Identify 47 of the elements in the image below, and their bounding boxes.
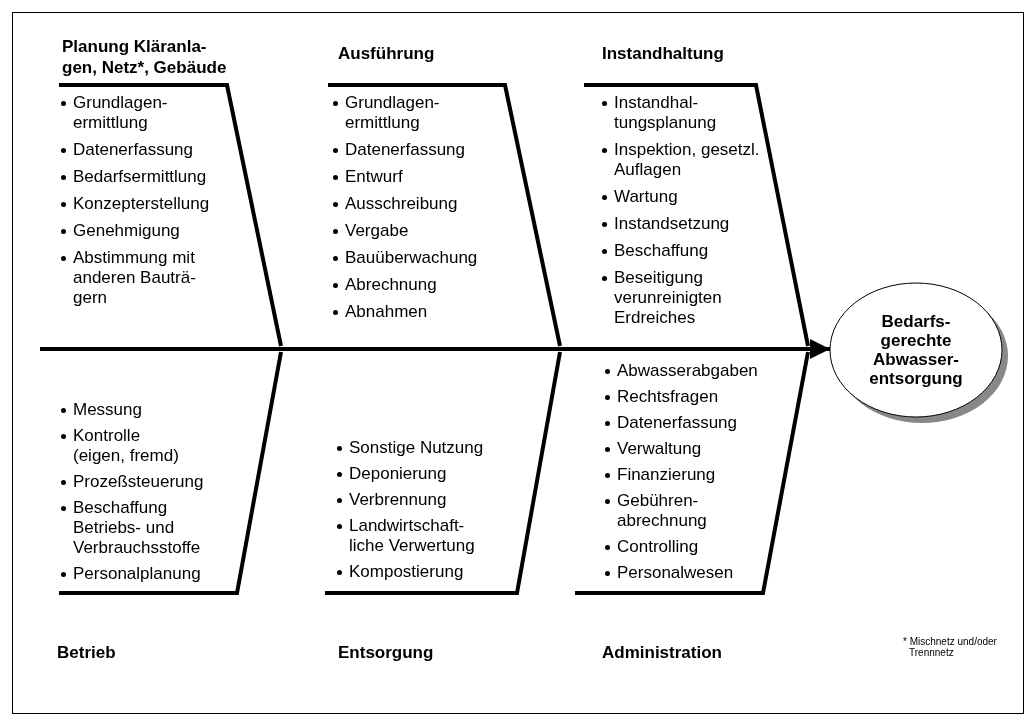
cause-item: Instandhal- tungsplanung xyxy=(614,93,718,133)
cause-item: Konzepterstellung xyxy=(73,194,211,214)
effect-label: Bedarfs- gerechte Abwasser- entsorgung xyxy=(868,312,964,388)
cause-item: Ausschreibung xyxy=(345,194,459,214)
cause-item: Genehmigung xyxy=(73,221,181,241)
spine-arrow xyxy=(40,339,830,359)
category-heading: Betrieb xyxy=(57,642,117,663)
cause-item: Verbrennung xyxy=(349,490,448,510)
cause-item: Abstimmung mit anderen Bauträ- gern xyxy=(73,248,197,308)
cause-item: Bedarfsermittlung xyxy=(73,167,208,187)
footnote: * Mischnetz und/oder Trennnetz xyxy=(903,636,998,658)
cause-item: Abwasserabgaben xyxy=(617,361,759,381)
cause-item: Personalwesen xyxy=(617,563,735,583)
cause-item: Instandsetzung xyxy=(614,214,731,234)
cause-item: Kontrolle (eigen, fremd) xyxy=(73,426,180,466)
cause-item: Beschaffung xyxy=(614,241,710,261)
cause-item: Datenerfassung xyxy=(617,413,739,433)
category-heading: Ausführung xyxy=(338,43,436,64)
cause-item: Wartung xyxy=(614,187,679,207)
cause-item: Entwurf xyxy=(345,167,404,187)
cause-item: Prozeßsteuerung xyxy=(73,472,205,492)
cause-item: Sonstige Nutzung xyxy=(349,438,485,458)
category-heading: Instandhaltung xyxy=(602,43,725,64)
category-heading: Entsorgung xyxy=(338,642,435,663)
cause-item: Datenerfassung xyxy=(73,140,195,160)
cause-item: Gebühren- abrechnung xyxy=(617,491,708,531)
cause-item: Grundlagen- ermittlung xyxy=(345,93,441,133)
cause-item: Kompostierung xyxy=(349,562,465,582)
cause-item: Vergabe xyxy=(345,221,410,241)
cause-item: Rechtsfragen xyxy=(617,387,720,407)
cause-item: Abnahmen xyxy=(345,302,429,322)
cause-item: Beseitigung verunreinigten Erdreiches xyxy=(614,268,723,328)
cause-item: Personalplanung xyxy=(73,564,202,584)
cause-item: Finanzierung xyxy=(617,465,717,485)
cause-item: Landwirtschaft- liche Verwertung xyxy=(349,516,476,556)
cause-item: Beschaffung Betriebs- und Verbrauchsstoffe xyxy=(73,498,202,558)
cause-item: Inspektion, gesetzl. Auflagen xyxy=(614,140,761,180)
cause-item: Controlling xyxy=(617,537,700,557)
cause-item: Verwaltung xyxy=(617,439,703,459)
category-heading: Planung Kläranla- gen, Netz*, Gebäude xyxy=(62,36,228,78)
cause-item: Datenerfassung xyxy=(345,140,467,160)
category-heading: Administration xyxy=(602,642,723,663)
cause-item: Deponierung xyxy=(349,464,448,484)
cause-item: Abrechnung xyxy=(345,275,438,295)
cause-item: Bauüberwachung xyxy=(345,248,479,268)
cause-item: Grundlagen- ermittlung xyxy=(73,93,169,133)
cause-item: Messung xyxy=(73,400,143,420)
